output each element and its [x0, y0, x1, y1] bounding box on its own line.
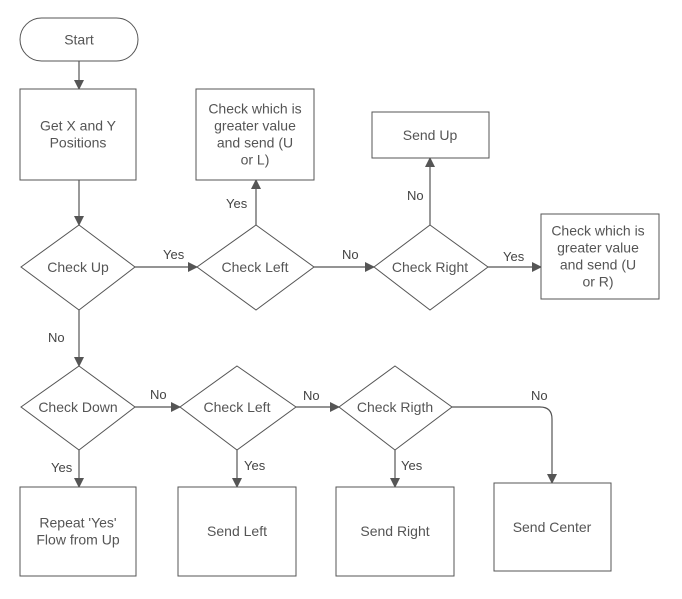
node-label-line: Positions — [50, 135, 107, 151]
check-up-decision: Check Up — [20, 224, 136, 311]
edge-label-yes: Yes — [51, 460, 73, 475]
node-label-line: Repeat 'Yes' — [39, 515, 116, 531]
send-up-process: Send Up — [371, 111, 490, 159]
node-label: Check Left — [204, 399, 271, 415]
node-label: Start — [64, 32, 94, 48]
node-label-line: Check Left — [204, 399, 271, 415]
edge-rigth-to-center — [452, 406, 557, 484]
check-rigth-decision: Check Rigth — [338, 365, 453, 451]
node-label-line: Send Up — [403, 127, 458, 143]
edge-label-no: No — [407, 188, 424, 203]
edge-label-no: No — [342, 247, 359, 262]
edge-label-yes: Yes — [163, 247, 185, 262]
edge-label-yes: Yes — [503, 249, 525, 264]
node-label: Check Right — [392, 259, 468, 275]
check-right-top-decision: Check Right — [373, 224, 489, 311]
node-label: Send Right — [360, 523, 429, 539]
send-center-process: Send Center — [493, 482, 612, 572]
edge-label-yes: Yes — [226, 196, 248, 211]
send-left-process: Send Left — [177, 486, 297, 577]
node-label-line: or R) — [582, 274, 613, 290]
edge-label-no: No — [48, 330, 65, 345]
node-label-line: and send (U — [560, 257, 636, 273]
node-label-line: Check Right — [392, 259, 468, 275]
node-label-line: or L) — [241, 152, 270, 168]
edge-label-no: No — [531, 388, 548, 403]
node-label-line: Check Down — [38, 399, 117, 415]
send-right-process: Send Right — [335, 486, 455, 577]
node-label-line: Check Rigth — [357, 399, 433, 415]
node-label-line: Send Right — [360, 523, 429, 539]
edge-label-yes: Yes — [244, 458, 266, 473]
edge-label-no: No — [303, 388, 320, 403]
node-label-line: Check Up — [47, 259, 109, 275]
start-terminal: Start — [19, 17, 139, 62]
node-label: Send Left — [207, 523, 267, 539]
node-label: Send Up — [403, 127, 458, 143]
node-label-line: Send Left — [207, 523, 267, 539]
node-label: Check Down — [38, 399, 117, 415]
edge-labels: Yes Yes No No Yes No No Yes No Yes Yes N… — [48, 188, 548, 475]
node-label: Send Center — [513, 519, 592, 535]
node-label-line: and send (U — [217, 135, 293, 151]
node-label-line: Check Left — [222, 259, 289, 275]
node-label-line: greater value — [557, 240, 639, 256]
node-label: Check Left — [222, 259, 289, 275]
edge-label-no: No — [150, 387, 167, 402]
check-left-bottom-decision: Check Left — [179, 365, 297, 451]
node-label-line: Check which is — [551, 223, 644, 239]
check-left-top-decision: Check Left — [196, 224, 315, 311]
node-label-line: greater value — [214, 118, 296, 134]
node-label-line: Get X and Y — [40, 118, 117, 134]
node-label-line: Start — [64, 32, 94, 48]
repeat-yes-process: Repeat 'Yes'Flow from Up — [19, 486, 137, 577]
node-label-line: Flow from Up — [36, 532, 119, 548]
node-label-line: Check which is — [208, 101, 301, 117]
edges — [74, 61, 557, 488]
node-label: Check Rigth — [357, 399, 433, 415]
node-label: Repeat 'Yes'Flow from Up — [36, 515, 119, 548]
edge-label-yes: Yes — [401, 458, 423, 473]
node-label-line: Send Center — [513, 519, 592, 535]
node-label: Check Up — [47, 259, 109, 275]
check-down-decision: Check Down — [20, 365, 136, 451]
